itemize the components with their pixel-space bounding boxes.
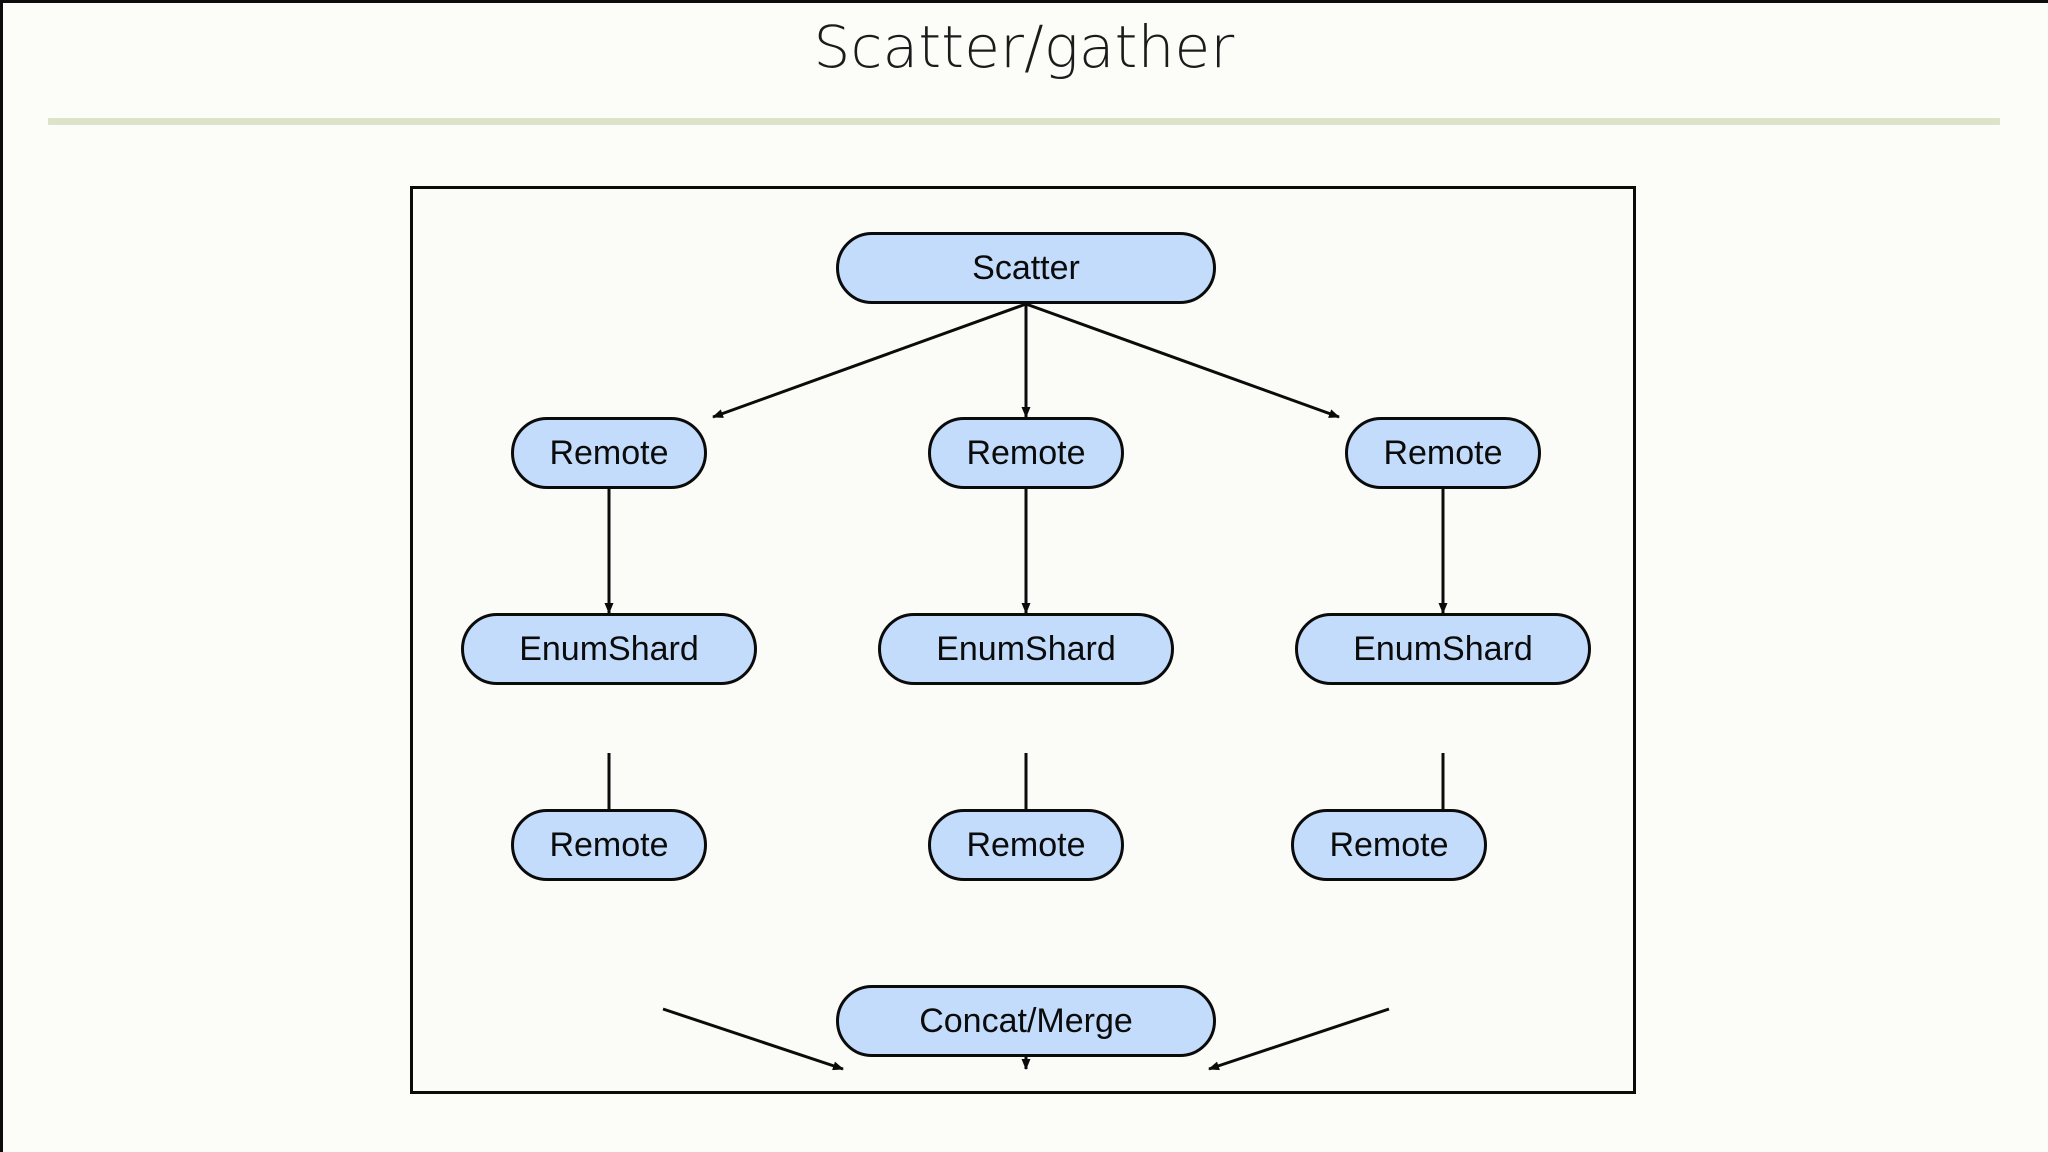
title-divider-rule xyxy=(48,118,2000,125)
edge-scatter-to-remote-c1 xyxy=(1025,302,1340,419)
node-remote-c2[interactable]: Remote xyxy=(1291,809,1487,881)
edge-remote-a2-to-concat xyxy=(662,1007,844,1071)
node-scatter-label: Scatter xyxy=(972,249,1080,287)
diagram-canvas: Scatter Remote Remote Remote EnumShard E… xyxy=(413,189,1633,1091)
node-remote-b2[interactable]: Remote xyxy=(928,809,1124,881)
node-concat-merge[interactable]: Concat/Merge xyxy=(836,985,1216,1057)
node-enumshard-b[interactable]: EnumShard xyxy=(878,613,1174,685)
node-remote-a2-label: Remote xyxy=(549,826,669,864)
node-enumshard-b-label: EnumShard xyxy=(936,630,1116,668)
edge-scatter-to-remote-a1 xyxy=(712,302,1027,419)
node-enumshard-a-label: EnumShard xyxy=(519,630,699,668)
node-scatter[interactable]: Scatter xyxy=(836,232,1216,304)
node-remote-b1[interactable]: Remote xyxy=(928,417,1124,489)
node-concat-merge-label: Concat/Merge xyxy=(919,1002,1133,1040)
node-remote-c1-label: Remote xyxy=(1383,434,1503,472)
page-title: Scatter/gather xyxy=(813,13,1235,81)
node-remote-c2-label: Remote xyxy=(1329,826,1449,864)
node-remote-a2[interactable]: Remote xyxy=(511,809,707,881)
slide-top-edge xyxy=(0,0,2048,3)
node-remote-a1-label: Remote xyxy=(549,434,669,472)
node-remote-b1-label: Remote xyxy=(966,434,1086,472)
node-enumshard-c-label: EnumShard xyxy=(1353,630,1533,668)
node-remote-b2-label: Remote xyxy=(966,826,1086,864)
node-remote-a1[interactable]: Remote xyxy=(511,417,707,489)
node-enumshard-a[interactable]: EnumShard xyxy=(461,613,757,685)
slide-left-edge xyxy=(0,0,3,1152)
edge-remote-c2-to-concat xyxy=(1208,1007,1390,1071)
diagram-frame: Scatter Remote Remote Remote EnumShard E… xyxy=(410,186,1636,1094)
node-enumshard-c[interactable]: EnumShard xyxy=(1295,613,1591,685)
node-remote-c1[interactable]: Remote xyxy=(1345,417,1541,489)
